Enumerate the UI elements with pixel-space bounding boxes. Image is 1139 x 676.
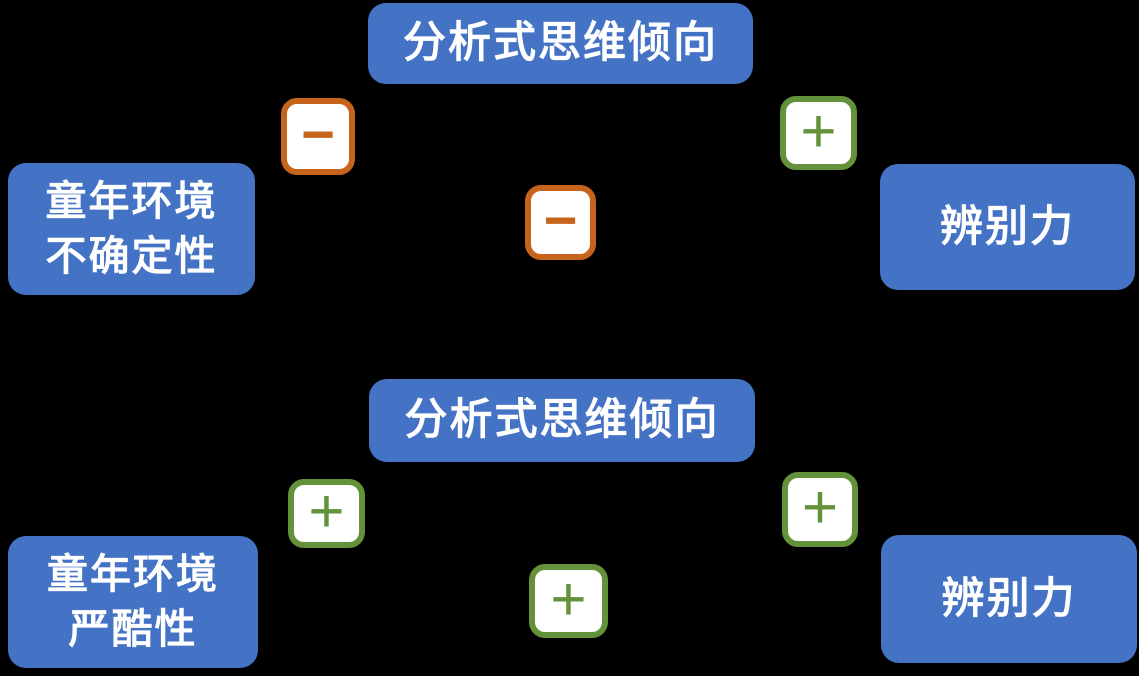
outcome-node-discrimination: 辨别力 xyxy=(880,164,1135,290)
path-a-sign-badge: − xyxy=(281,98,355,175)
mediator-node-analytic-thinking: 分析式思维倾向 xyxy=(368,3,753,84)
plus-icon: + xyxy=(550,564,587,634)
outcome-node-discrimination: 辨别力 xyxy=(881,535,1137,663)
predictor-label-line1: 童年环境 xyxy=(47,551,219,597)
minus-icon: − xyxy=(301,102,335,167)
path-b-sign-badge: + xyxy=(780,96,857,170)
path-c-sign-badge: − xyxy=(525,185,596,260)
outcome-label: 辨别力 xyxy=(940,202,1075,251)
plus-icon: + xyxy=(801,473,839,542)
outcome-label: 辨别力 xyxy=(941,574,1077,623)
path-c-sign-badge: + xyxy=(529,564,608,638)
predictor-node-harshness: 童年环境 严酷性 xyxy=(8,536,258,668)
path-a-sign-badge: + xyxy=(288,477,365,548)
minus-icon: − xyxy=(543,188,578,253)
predictor-label-line2: 不确定性 xyxy=(45,233,218,279)
mediator-node-analytic-thinking: 分析式思维倾向 xyxy=(369,379,755,462)
plus-icon: + xyxy=(308,477,345,546)
plus-icon: + xyxy=(800,96,837,166)
mediator-label: 分析式思维倾向 xyxy=(404,396,720,444)
predictor-label-line1: 童年环境 xyxy=(45,178,218,224)
path-b-sign-badge: + xyxy=(782,472,858,547)
predictor-label-line2: 严酷性 xyxy=(68,606,198,652)
mediator-label: 分析式思维倾向 xyxy=(403,19,718,67)
predictor-node-uncertainty: 童年环境 不确定性 xyxy=(8,163,255,295)
